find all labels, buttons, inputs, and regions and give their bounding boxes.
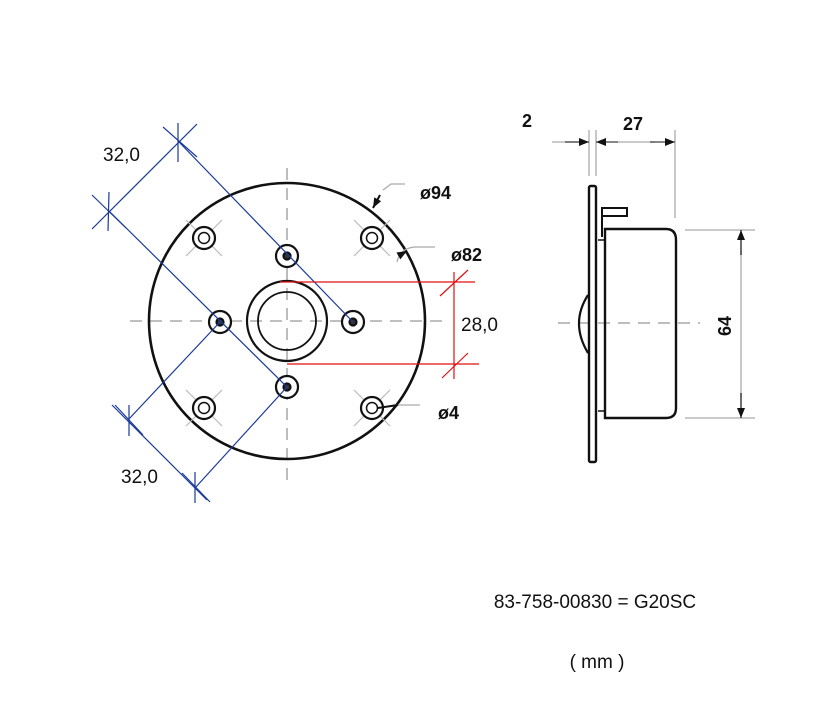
part-number: 83-758-00830 = G20SC (494, 592, 696, 613)
dim-screw-spacing-bottom: 32,0 (121, 467, 158, 488)
units-label: ( mm ) (570, 652, 625, 673)
dim-screw-spacing-top: 32,0 (103, 145, 140, 166)
dim-height: 64 (715, 316, 735, 336)
mounting-holes (185, 219, 391, 427)
dim-outer-diameter: ø94 (420, 183, 451, 203)
dim-vertical-28: 28,0 (461, 315, 498, 336)
dim-inner-diameter: ø82 (451, 245, 482, 265)
blue-dimension-lines (91, 123, 354, 503)
side-view: 2 27 64 (522, 111, 755, 464)
dim-hole-diameter: ø4 (438, 403, 459, 423)
flange-profile (587, 184, 598, 464)
leaders (372, 183, 435, 409)
dome-profile (578, 294, 589, 354)
outer-flange-circle (147, 181, 427, 461)
dome-inner-ring (257, 291, 317, 351)
terminal (601, 207, 628, 217)
dim-flange-thickness: 2 (522, 111, 532, 131)
dome-outer-ring (245, 279, 329, 363)
body-profile (603, 227, 678, 420)
side-dimensions (552, 130, 755, 419)
dim-depth: 27 (623, 114, 643, 134)
front-view: 32,0 32,0 28,0 ø94 ø82 ø4 (91, 123, 498, 503)
red-dimension-lines (280, 269, 479, 379)
